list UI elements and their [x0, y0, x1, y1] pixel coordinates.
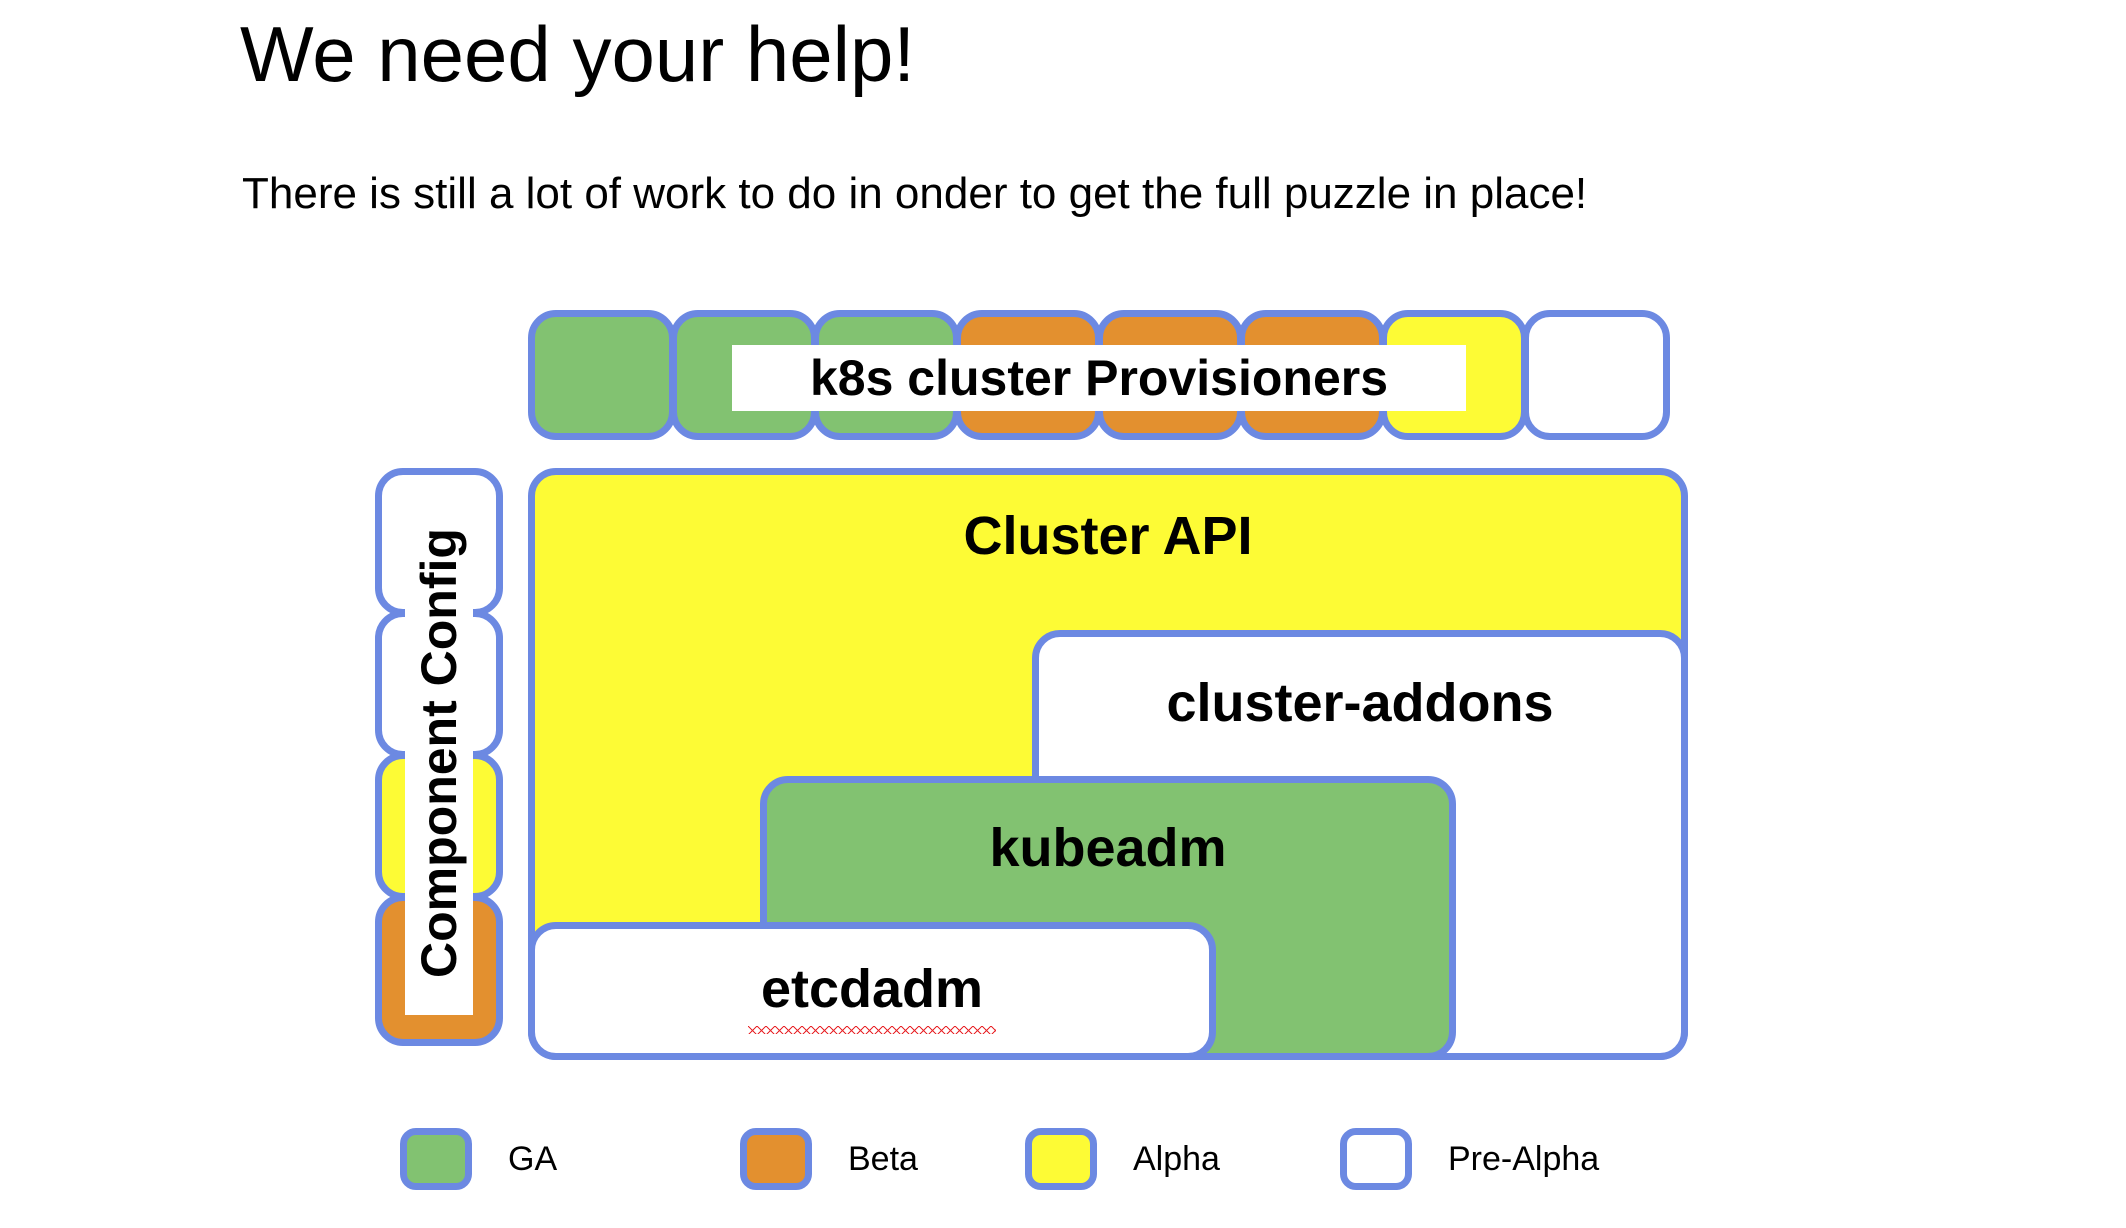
legend-swatch-ga: [400, 1128, 472, 1190]
legend-label-alpha: Alpha: [1133, 1139, 1220, 1178]
cluster-addons-label: cluster-addons: [1166, 673, 1554, 733]
page-subtitle: There is still a lot of work to do in on…: [242, 169, 1588, 218]
legend-label-prealpha: Pre-Alpha: [1448, 1139, 1600, 1178]
etcdadm-label-text: etcdadm: [747, 959, 997, 1034]
page-title: We need your help!: [240, 10, 915, 98]
legend-item-beta: Beta: [740, 1124, 918, 1194]
etcdadm-box[interactable]: [528, 922, 1216, 1060]
legend-swatch-alpha: [1025, 1128, 1097, 1190]
legend-swatch-beta: [740, 1128, 812, 1190]
component-config-label: Component Config: [405, 492, 473, 1015]
legend-item-alpha: Alpha: [1025, 1124, 1220, 1194]
provisioners-label: k8s cluster Provisioners: [732, 345, 1466, 411]
kubeadm-label: kubeadm: [989, 818, 1227, 878]
legend-label-beta: Beta: [848, 1139, 918, 1178]
provisioner-tile-8[interactable]: [1522, 310, 1670, 440]
legend-item-prealpha: Pre-Alpha: [1340, 1124, 1599, 1194]
legend: GA Beta Alpha Pre-Alpha: [400, 1124, 1720, 1194]
legend-swatch-prealpha: [1340, 1128, 1412, 1190]
legend-item-ga: GA: [400, 1124, 557, 1194]
provisioner-tile-1[interactable]: [528, 310, 676, 440]
etcdadm-label: etcdadm: [528, 958, 1216, 1034]
cluster-api-label: Cluster API: [963, 506, 1253, 566]
legend-label-ga: GA: [508, 1139, 558, 1178]
